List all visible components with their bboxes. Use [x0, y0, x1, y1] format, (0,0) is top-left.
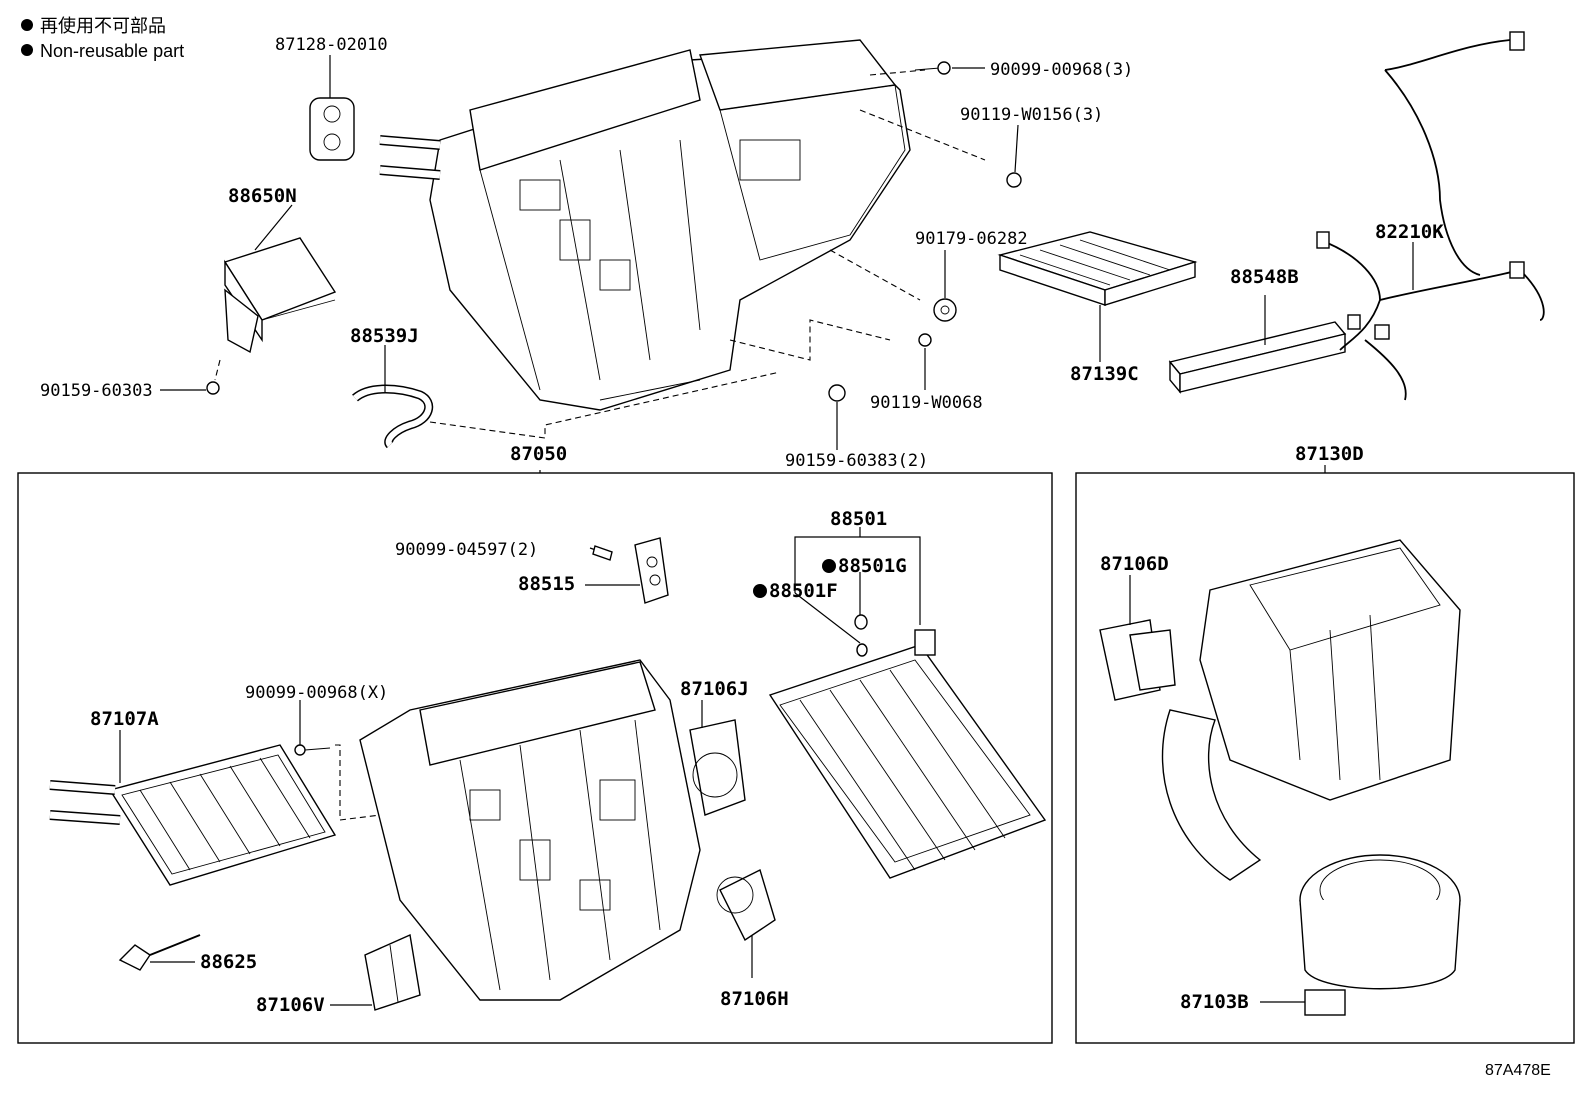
- label-88501F: 88501F: [769, 580, 838, 602]
- non-reusable-bullet-icon: [21, 44, 33, 56]
- part-87106D-servo: [1099, 575, 1176, 701]
- label-88548B: 88548B: [1230, 266, 1299, 288]
- part-hvac-unit-body: [359, 659, 701, 1001]
- label-82210K: 82210K: [1375, 221, 1444, 243]
- heater-unit-box: [17, 472, 1053, 1044]
- part-90159-60383-screw: [828, 384, 846, 450]
- part-88548B-panel: [1168, 295, 1347, 394]
- label-87103B: 87103B: [1180, 991, 1249, 1013]
- label-87106H: 87106H: [720, 988, 789, 1010]
- part-90099-04597-screw: [589, 545, 613, 561]
- label-90099-04597: 90099-04597(2): [395, 540, 538, 560]
- part-87139C-cabin-filter: [997, 231, 1198, 362]
- label-87139C: 87139C: [1070, 363, 1139, 385]
- label-90119-W0068: 90119-W0068: [870, 393, 983, 413]
- part-88501-evaporator: [768, 527, 1047, 879]
- label-87106V: 87106V: [256, 994, 325, 1016]
- label-88650N: 88650N: [228, 185, 297, 207]
- part-82210K-wire-harness: [1316, 31, 1545, 401]
- label-90099-00968-3: 90099-00968(3): [990, 60, 1133, 80]
- part-87050-hvac-unit-top: [379, 39, 911, 411]
- part-88650N-amplifier: [223, 204, 337, 354]
- label-87107A: 87107A: [90, 708, 159, 730]
- part-87106J-servo: [689, 700, 746, 816]
- label-88501: 88501: [830, 508, 887, 530]
- label-87106D: 87106D: [1100, 553, 1169, 575]
- label-90159-60303: 90159-60303: [40, 381, 153, 401]
- legend: 再使用不可部品 Non-reusable part: [21, 16, 184, 61]
- part-87128-grommet: [309, 55, 355, 161]
- label-90159-60383: 90159-60383(2): [785, 451, 928, 471]
- label-88625: 88625: [200, 951, 257, 973]
- part-87107A-heater-core: [49, 730, 337, 886]
- diagram-code: 87A478E: [1485, 1062, 1551, 1079]
- part-90099-00968-screw: [914, 61, 985, 75]
- part-90099-00968X-screw: [294, 700, 381, 821]
- part-90179-06282-nut: [933, 250, 957, 322]
- legend-jp: 再使用不可部品: [40, 16, 166, 36]
- label-90179-06282: 90179-06282: [915, 229, 1028, 249]
- non-reusable-bullet-icon: [21, 19, 33, 31]
- part-87130D-blower-unit: [1161, 539, 1461, 881]
- label-88539J: 88539J: [350, 325, 419, 347]
- label-90099-00968-X: 90099-00968(X): [245, 683, 388, 703]
- part-88625-sensor: [118, 934, 201, 971]
- legend-en: Non-reusable part: [40, 41, 184, 61]
- oring-88501G: [854, 614, 868, 630]
- part-90119-W0068-screw: [918, 333, 932, 390]
- label-90119-W0156: 90119-W0156(3): [960, 105, 1103, 125]
- part-88515-expansion-valve: [585, 537, 669, 604]
- label-87050: 87050: [510, 443, 567, 465]
- part-90119-W0156-screw: [1006, 124, 1022, 188]
- part-90159-60303-screw: [160, 359, 221, 395]
- non-reusable-bullet-icon: [822, 559, 836, 573]
- non-reusable-bullet-icon: [753, 584, 767, 598]
- label-87106J: 87106J: [680, 678, 749, 700]
- label-87130D: 87130D: [1295, 443, 1364, 465]
- part-87106V-servo: [330, 933, 421, 1011]
- oring-88501F: [856, 643, 868, 657]
- part-88539J-hose: [352, 345, 781, 449]
- label-88501G: 88501G: [838, 555, 907, 577]
- label-88515: 88515: [518, 573, 575, 595]
- part-87103B-blower-motor: [1260, 854, 1461, 1016]
- part-87106H-servo: [716, 869, 776, 978]
- label-87128: 87128-02010: [275, 35, 388, 55]
